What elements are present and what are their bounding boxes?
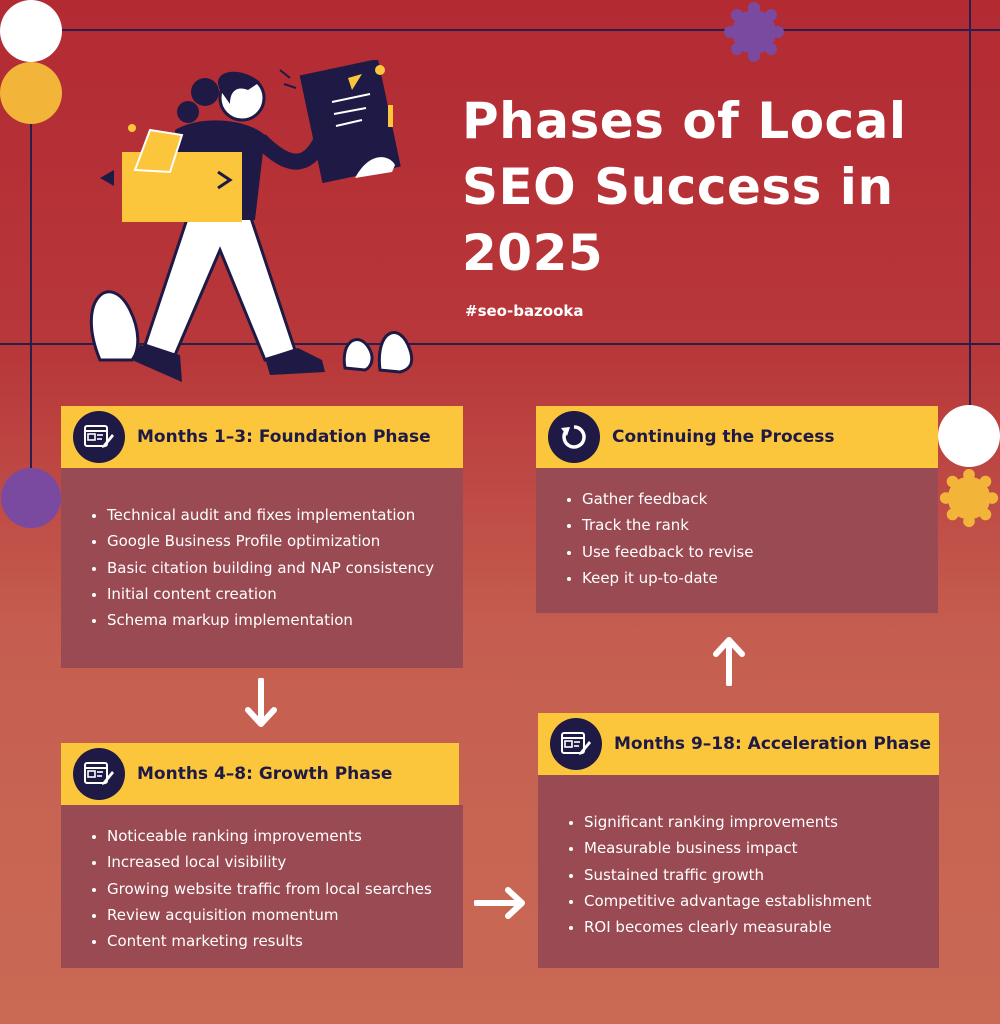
white-circle-decoration [0, 0, 62, 62]
refresh-icon [548, 411, 600, 463]
foundation-card-header: Months 1–3: Foundation Phase [61, 406, 463, 468]
white-circle-decoration-right [938, 405, 1000, 467]
acceleration-card-body: Significant ranking improvements Measura… [538, 775, 939, 968]
list-item: Basic citation building and NAP consiste… [107, 555, 463, 581]
list-item: Competitive advantage establishment [584, 888, 939, 914]
list-item: Increased local visibility [107, 849, 463, 875]
continuing-card-body: Gather feedback Track the rank Use feedb… [536, 468, 938, 613]
list-item: Significant ranking improvements [584, 809, 939, 835]
frame-line-left [30, 0, 32, 500]
growth-card-title: Months 4–8: Growth Phase [137, 764, 393, 784]
acceleration-card-header: Months 9–18: Acceleration Phase [538, 713, 939, 775]
list-item: Review acquisition momentum [107, 902, 463, 928]
woman-with-documents-illustration [89, 60, 414, 382]
growth-card-header: Months 4–8: Growth Phase [61, 743, 459, 805]
frame-line-top [0, 29, 1000, 31]
continuing-list: Gather feedback Track the rank Use feedb… [536, 486, 938, 591]
purple-flower-decoration [724, 2, 784, 62]
list-item: Growing website traffic from local searc… [107, 876, 463, 902]
list-item: Sustained traffic growth [584, 862, 939, 888]
growth-list: Noticeable ranking improvements Increase… [61, 823, 463, 954]
page-title: Phases of Local SEO Success in 2025 [462, 88, 982, 286]
list-item: Use feedback to revise [582, 539, 938, 565]
acceleration-card-title: Months 9–18: Acceleration Phase [614, 734, 932, 754]
arrow-down-icon [245, 678, 277, 727]
title-line-3: 2025 [462, 224, 604, 282]
continuing-card-title: Continuing the Process [612, 427, 835, 447]
title-line-2: SEO Success in [462, 158, 894, 216]
frame-line-right [969, 0, 971, 440]
growth-card-body: Noticeable ranking improvements Increase… [61, 805, 463, 968]
acceleration-list: Significant ranking improvements Measura… [538, 809, 939, 940]
list-item: Content marketing results [107, 928, 463, 954]
title-line-1: Phases of Local [462, 92, 907, 150]
list-item: Measurable business impact [584, 835, 939, 861]
foundation-card-title: Months 1–3: Foundation Phase [137, 427, 431, 447]
list-item: ROI becomes clearly measurable [584, 914, 939, 940]
document-edit-icon [73, 411, 125, 463]
yellow-circle-decoration [0, 62, 62, 124]
list-item: Track the rank [582, 512, 938, 538]
yellow-flower-decoration [939, 468, 999, 528]
list-item: Google Business Profile optimization [107, 528, 463, 554]
list-item: Gather feedback [582, 486, 938, 512]
arrow-right-icon [474, 887, 525, 919]
list-item: Schema markup implementation [107, 607, 463, 633]
document-edit-icon [73, 748, 125, 800]
foundation-card-body: Technical audit and fixes implementation… [61, 468, 463, 668]
list-item: Technical audit and fixes implementation [107, 502, 463, 528]
hashtag-label: #seo-bazooka [465, 302, 584, 320]
list-item: Noticeable ranking improvements [107, 823, 463, 849]
frame-line-middle [0, 343, 1000, 345]
continuing-card-header: Continuing the Process [536, 406, 938, 468]
list-item: Initial content creation [107, 581, 463, 607]
foundation-list: Technical audit and fixes implementation… [61, 502, 463, 633]
arrow-up-icon [713, 637, 745, 686]
purple-circle-decoration [1, 468, 61, 528]
list-item: Keep it up-to-date [582, 565, 938, 591]
document-edit-icon [550, 718, 602, 770]
